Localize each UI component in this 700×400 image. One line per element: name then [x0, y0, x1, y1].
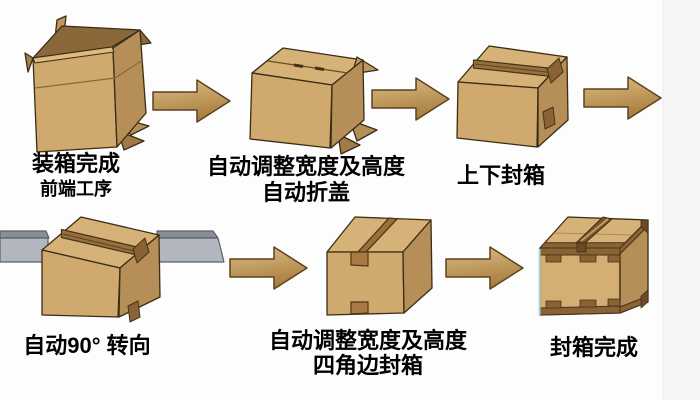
box-flap-seam	[267, 60, 349, 74]
box-front-face	[456, 81, 539, 148]
flow-arrow	[152, 79, 231, 123]
carton-on-conveyor-icon	[41, 216, 161, 323]
box-side-face	[330, 59, 365, 149]
tape-front-tab	[350, 251, 369, 267]
step-sublabel-front-process: 前端工序	[40, 179, 112, 199]
tape-center-line	[580, 218, 609, 242]
box-side-face	[112, 29, 147, 148]
step-label-90-turn: 自动90° 转向	[23, 333, 151, 358]
box-flap-gap	[314, 66, 325, 71]
right-margin-band	[663, 0, 700, 400]
flow-arrow	[229, 246, 308, 290]
box-flap-gap	[293, 63, 304, 68]
step-label-seal-complete: 封箱完成	[549, 335, 638, 360]
step-label-auto-adjust: 自动调整宽度及高度	[206, 154, 405, 179]
edge-tab	[607, 298, 621, 307]
box-seam-line	[34, 77, 116, 89]
open-carton-box-icon	[24, 15, 152, 153]
edge-tab	[545, 254, 562, 263]
tape-front-tab	[350, 301, 369, 315]
conveyor-rail	[0, 230, 225, 263]
box-seam-line	[114, 59, 144, 79]
step-label-auto-adjust-2: 自动调整宽度及高度	[268, 328, 467, 353]
edge-tab	[607, 254, 621, 263]
corner-protector	[640, 219, 649, 234]
flow-arrow	[371, 77, 450, 121]
edge-tab	[579, 254, 597, 263]
conveyor-top	[156, 230, 219, 239]
conveyor-body	[156, 237, 225, 263]
tape-side-tab	[132, 237, 150, 264]
carton-flaps-folded-icon	[249, 47, 379, 155]
carton-corner-taped-icon	[326, 216, 433, 316]
flow-arrow	[583, 76, 662, 120]
tape-center-line	[474, 63, 552, 73]
edge-tab	[579, 299, 597, 308]
step-label-top-bottom-seal: 上下封箱	[456, 163, 545, 188]
tape-side-tab	[546, 57, 564, 84]
box-front-face	[249, 72, 333, 149]
step-sublabel-auto-fold: 自动折盖	[261, 180, 350, 205]
box-side-face	[402, 219, 433, 314]
flow-arrow	[445, 246, 524, 290]
edge-tab	[545, 300, 562, 309]
tape-side-tab	[127, 300, 141, 323]
box-rim-edge	[32, 46, 115, 64]
corner-protector	[640, 289, 649, 309]
step-sublabel-corner-seal: 四角边封箱	[312, 353, 423, 378]
step-label-packing-complete: 装箱完成	[31, 151, 120, 176]
conveyor-body	[0, 237, 49, 263]
box-bottom-flap	[337, 133, 361, 155]
box-front-face	[32, 47, 118, 153]
carton-finished-crate-icon	[538, 216, 649, 316]
tape-side-tab	[542, 106, 556, 130]
tape-front-wrap	[576, 242, 587, 253]
conveyor-top	[0, 230, 50, 239]
box-left-flap	[24, 52, 34, 73]
tape-center-line	[62, 233, 139, 253]
box-front-face	[41, 249, 121, 318]
carton-taped-top-icon	[456, 45, 569, 148]
